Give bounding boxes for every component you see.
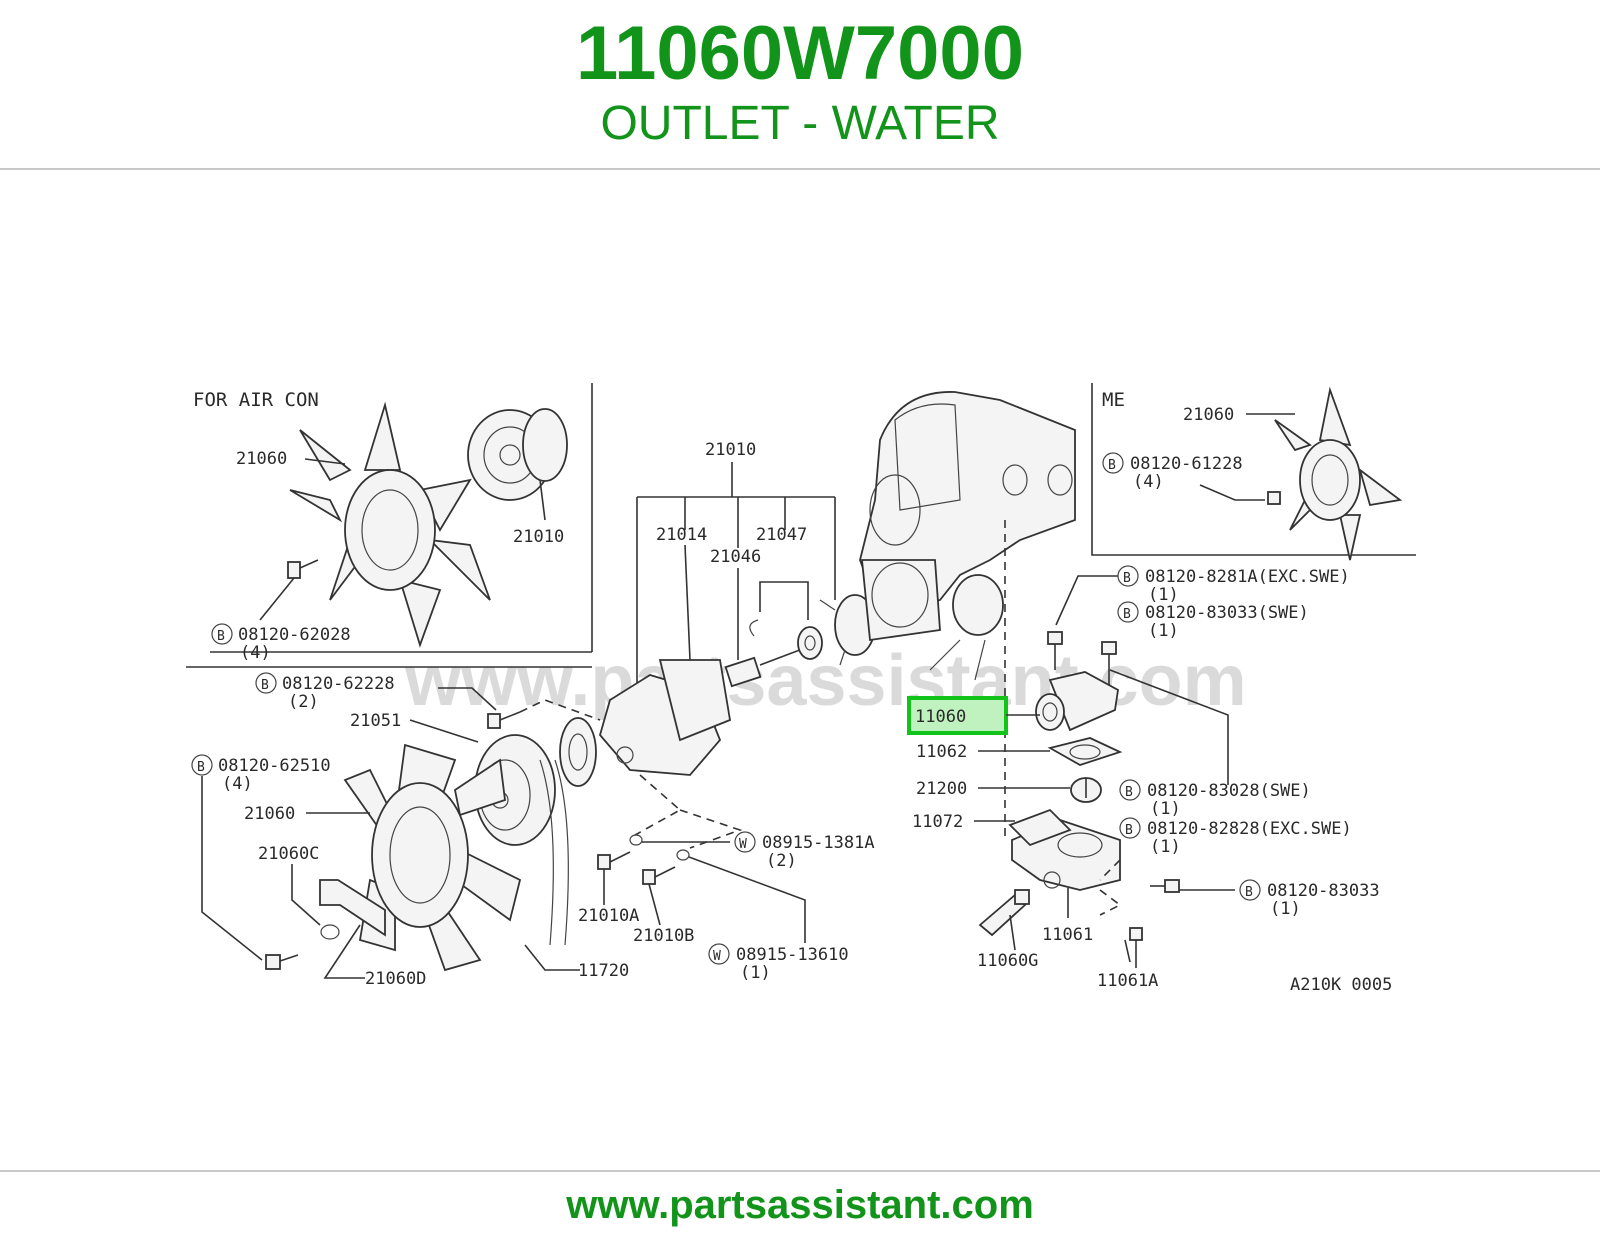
header-divider xyxy=(0,168,1600,170)
bolt-62510-drawing xyxy=(265,954,299,970)
label-11720: 11720 xyxy=(578,961,629,981)
label-21051: 21051 xyxy=(350,711,401,731)
page-header: 11060W7000 OUTLET - WATER xyxy=(0,0,1600,168)
drawing-code: A210K 0005 xyxy=(1290,975,1392,995)
pump-seal-drawing xyxy=(797,626,823,660)
sensor-11060G-drawing xyxy=(978,889,1030,951)
label-21047: 21047 xyxy=(756,525,807,545)
label-21060D: 21060D xyxy=(365,969,426,989)
label-21046: 21046 xyxy=(710,547,761,567)
footer-website-link[interactable]: www.partsassistant.com xyxy=(566,1183,1034,1227)
me-section-title: ME xyxy=(1102,389,1125,411)
label-08120-83028-qty: (1) xyxy=(1150,799,1181,819)
label-11060G: 11060G xyxy=(977,951,1038,971)
bolt-21010B-drawing xyxy=(642,866,676,885)
badge-w-1381A: W xyxy=(739,837,747,852)
thermostat-21200-drawing xyxy=(1070,777,1102,803)
label-21060-aircon: 21060 xyxy=(236,449,287,469)
water-pump-body-drawing xyxy=(559,659,732,787)
bolt-61228-drawing xyxy=(1267,491,1281,505)
label-08120-62228-qty: (2) xyxy=(288,692,319,712)
label-08120-82828: 08120-82828(EXC.SWE) xyxy=(1147,819,1352,839)
snap-ring-drawing xyxy=(749,619,759,637)
label-21060-main: 21060 xyxy=(244,804,295,824)
badge-b-62228: B xyxy=(261,678,269,693)
label-11060-highlighted[interactable]: 11060 xyxy=(915,707,966,727)
gasket-11062-drawing xyxy=(1047,737,1123,766)
label-08120-62028: 08120-62028 xyxy=(238,625,351,645)
water-outlet-11060-drawing xyxy=(1035,671,1119,732)
label-08120-82828-qty: (1) xyxy=(1150,837,1181,857)
badge-b-83033-swe: B xyxy=(1123,607,1131,622)
bracket-21060D-drawing xyxy=(319,879,386,937)
badge-b-8281A: B xyxy=(1123,571,1131,586)
gasket-11072-drawing xyxy=(1008,808,1072,847)
label-08120-62510: 08120-62510 xyxy=(218,756,331,776)
badge-b-61228: B xyxy=(1108,458,1116,473)
badge-b-62510: B xyxy=(197,760,205,775)
part-name-subtitle: OUTLET - WATER xyxy=(600,97,1000,150)
footer-divider xyxy=(0,1170,1600,1172)
label-08120-62028-qty: (4) xyxy=(240,643,271,663)
label-08120-62510-qty: (4) xyxy=(222,774,253,794)
fan-clutch-aircon-drawing xyxy=(467,408,568,501)
pump-bracket-lines xyxy=(636,462,836,700)
label-21060-me: 21060 xyxy=(1183,405,1234,425)
bolt-62228-drawing xyxy=(487,711,521,729)
label-21010-aircon: 21010 xyxy=(513,527,564,547)
fan-blade-aircon-drawing xyxy=(289,401,491,648)
badge-b-82828: B xyxy=(1125,823,1133,838)
pump-shaft-drawing xyxy=(724,647,806,688)
bolt-21010A-drawing xyxy=(597,851,631,870)
label-08120-62228: 08120-62228 xyxy=(282,674,395,694)
label-11062: 11062 xyxy=(916,742,967,762)
label-21200: 21200 xyxy=(916,779,967,799)
bolt-11061A-drawing xyxy=(1129,927,1143,968)
label-08120-61228-qty: (4) xyxy=(1133,472,1164,492)
badge-b-62028: B xyxy=(217,629,225,644)
fan-blade-main-drawing xyxy=(343,743,522,972)
fan-blade-me-drawing xyxy=(1274,386,1403,561)
label-11061: 11061 xyxy=(1042,925,1093,945)
label-11072: 11072 xyxy=(912,812,963,832)
engine-block-drawing xyxy=(859,391,1076,681)
label-08915-1381A: 08915-1381A xyxy=(762,833,875,853)
label-08120-83033-qty: (1) xyxy=(1270,899,1301,919)
fan-belt-drawing xyxy=(539,759,569,946)
label-21014: 21014 xyxy=(656,525,707,545)
label-21010B: 21010B xyxy=(633,926,694,946)
badge-w-13610: W xyxy=(713,949,721,964)
bolt-outlet-left-drawing xyxy=(1047,631,1063,670)
diagram-watermark: www.partsassistant.com xyxy=(404,641,1247,721)
label-08120-83028: 08120-83028(SWE) xyxy=(1147,781,1311,801)
label-08120-83033-swe-qty: (1) xyxy=(1148,621,1179,641)
label-08120-83033: 08120-83033 xyxy=(1267,881,1380,901)
label-11061A: 11061A xyxy=(1097,971,1158,991)
highlight-box-11060[interactable] xyxy=(907,696,1008,735)
label-08915-1381A-qty: (2) xyxy=(766,851,797,871)
label-08120-8281A-qty: (1) xyxy=(1148,585,1179,605)
me-section-frame xyxy=(1091,383,1416,556)
air-con-section-title: FOR AIR CON xyxy=(193,389,319,411)
air-con-section-frame xyxy=(186,383,593,668)
label-21010A: 21010A xyxy=(578,906,639,926)
badge-b-83028: B xyxy=(1125,785,1133,800)
label-21060C: 21060C xyxy=(258,844,319,864)
bolt-83033-drawing xyxy=(1150,879,1180,893)
label-08915-13610-qty: (1) xyxy=(740,963,771,983)
bolt-aircon-drawing xyxy=(287,559,319,579)
label-08120-83033-swe: 08120-83033(SWE) xyxy=(1145,603,1309,623)
label-08915-13610: 08915-13610 xyxy=(736,945,849,965)
part-number-title: 11060W7000 xyxy=(576,11,1024,96)
badge-b-83033: B xyxy=(1245,885,1253,900)
label-21010: 21010 xyxy=(705,440,756,460)
label-08120-8281A: 08120-8281A(EXC.SWE) xyxy=(1145,567,1350,587)
label-08120-61228: 08120-61228 xyxy=(1130,454,1243,474)
